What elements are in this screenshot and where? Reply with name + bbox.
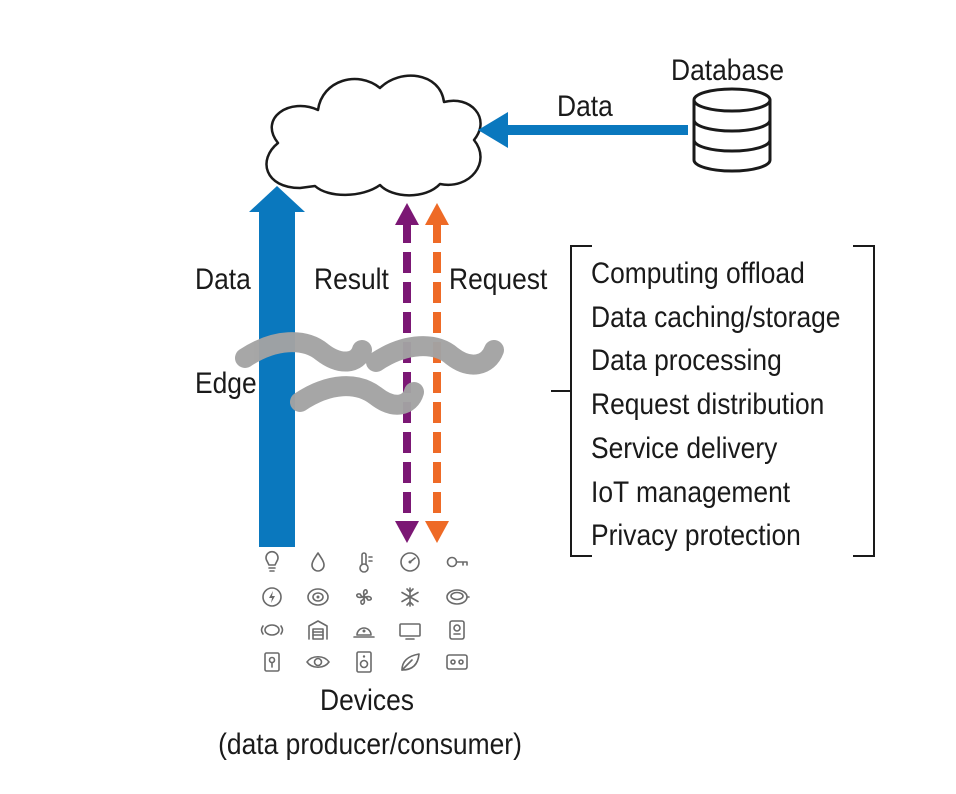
robot-vacuum-icon [444, 584, 470, 610]
function-item: Data caching/storage [591, 301, 841, 334]
function-item: Data processing [591, 344, 782, 377]
result-arrow [395, 203, 419, 543]
smart-plug-icon [444, 617, 470, 643]
snowflake-icon [397, 584, 423, 610]
motion-sensor-icon [259, 617, 285, 643]
alarm-icon [351, 617, 377, 643]
upstream-data-arrow [249, 186, 305, 547]
smoke-detector-icon [305, 584, 331, 610]
database-icon [692, 87, 772, 173]
bulb-icon [259, 549, 285, 575]
functions-bracket [551, 245, 875, 557]
garage-icon [305, 617, 331, 643]
function-item: Privacy protection [591, 519, 801, 552]
cloud-icon [265, 74, 482, 197]
function-item: Service delivery [591, 432, 778, 465]
tv-icon [397, 617, 423, 643]
upstream-data-label: Data [195, 263, 251, 296]
leaf-icon [397, 649, 423, 675]
request-arrow [425, 203, 449, 543]
power-icon [259, 584, 285, 610]
edge-label: Edge [195, 367, 257, 400]
speaker-icon [351, 649, 377, 675]
key-icon [444, 549, 470, 575]
database-label: Database [671, 54, 785, 87]
result-label: Result [314, 263, 389, 296]
thermometer-icon [351, 549, 377, 575]
database-data-arrow [478, 112, 688, 148]
water-drop-icon [305, 549, 331, 575]
request-label: Request [449, 263, 548, 296]
function-item: Request distribution [591, 388, 825, 421]
fan-icon [351, 584, 377, 610]
function-item: Computing offload [591, 257, 805, 290]
edge-waves [235, 332, 504, 415]
eye-icon [305, 649, 331, 675]
devices-subtitle: (data producer/consumer) [218, 728, 522, 761]
switch-icon [444, 649, 470, 675]
function-item: IoT management [591, 476, 791, 509]
cloud-data-label: Data [557, 90, 613, 123]
gauge-icon [397, 549, 423, 575]
door-lock-icon [259, 649, 285, 675]
devices-title: Devices [320, 684, 414, 717]
